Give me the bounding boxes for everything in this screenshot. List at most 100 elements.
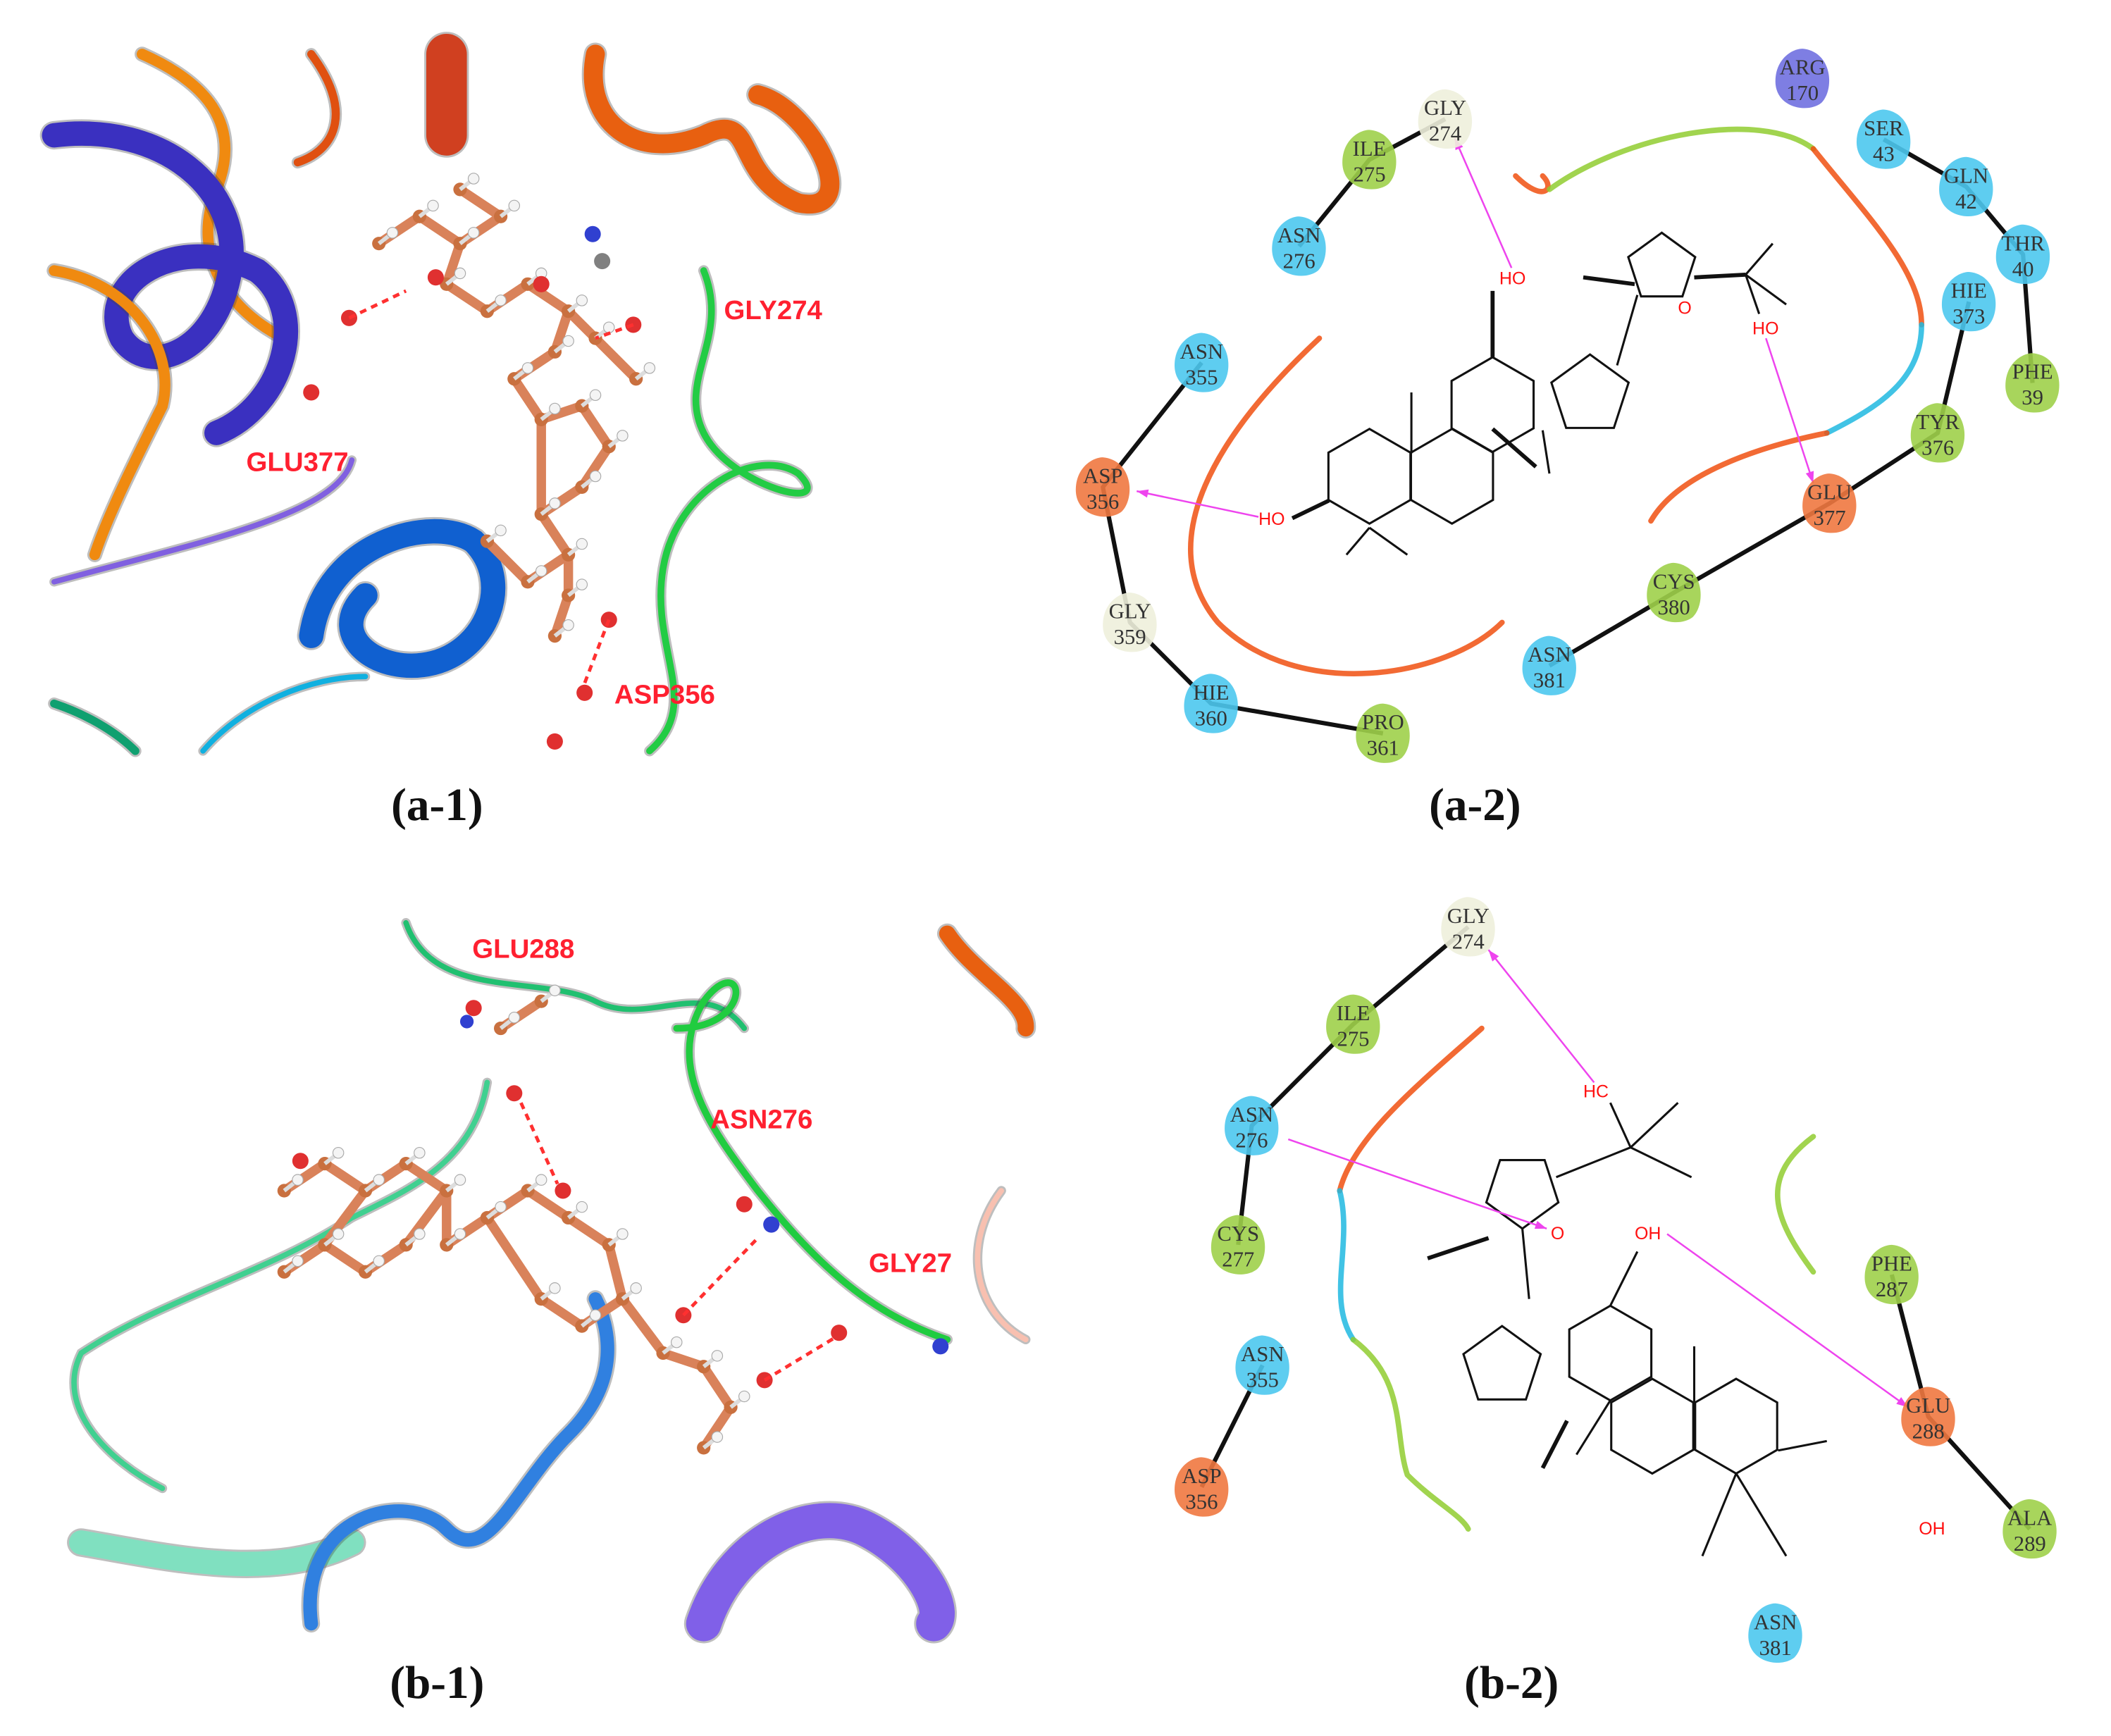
carbon-atom [594, 253, 611, 270]
caption-a2: (a-2) [1429, 780, 1521, 831]
pocket-contour [1810, 146, 1924, 328]
skeletal-bond [1291, 498, 1330, 521]
skeletal-bond [1609, 1102, 1632, 1148]
skeletal-bond [1778, 1439, 1827, 1452]
residue-name: SER [1864, 116, 1904, 140]
ring-d [1549, 353, 1630, 429]
hydrogen-atom [643, 362, 656, 374]
pocket-outline [1188, 126, 1924, 676]
hydrogen-atom [535, 565, 547, 577]
skeletal-bond [1583, 275, 1635, 287]
ligand-bond [401, 1186, 452, 1250]
protein-ribbon [293, 50, 340, 167]
atom-label-ho-c3: HO [1258, 509, 1284, 529]
residue-number: 274 [1452, 929, 1485, 953]
residue-name: ALA [2007, 1506, 2052, 1530]
skeletal-bond [1694, 272, 1746, 280]
residue-gly-274: GLY274 [1418, 89, 1473, 149]
skeletal-bond [1540, 1420, 1569, 1470]
panel-a2-interaction-map: GLY274ILE275ASN276ARG170SER43GLN42THR40H… [1075, 49, 2060, 763]
residue-name: GLY [1109, 600, 1151, 624]
residue-name: GLY [1424, 96, 1466, 120]
hydrogen-atom [454, 1174, 466, 1186]
residue-name: PHE [2012, 360, 2053, 384]
ligand-skeletal-structure [1291, 231, 1787, 556]
hydrogen-atom [414, 1147, 426, 1159]
arrowhead-icon [1534, 1220, 1547, 1229]
hydrogen-atom [386, 227, 399, 239]
residue-drop-icon [2005, 353, 2060, 413]
residue-number: 356 [1185, 1489, 1218, 1513]
hydrogen-atom [711, 1350, 724, 1362]
oxygen-atom [292, 1153, 309, 1170]
hydrogen-atom [562, 335, 574, 347]
residue-drop-icon [1075, 457, 1130, 517]
residue-number: 355 [1185, 365, 1218, 389]
residue-drop-icon [1939, 156, 1993, 217]
ligand-bond [320, 1158, 371, 1196]
nitrogen-atom [763, 1216, 780, 1233]
panel-b1-background [51, 919, 1026, 1624]
pocket-outline [1337, 1025, 1816, 1532]
hydrogen-atom [589, 470, 602, 483]
residue-nodes: GLY274ILE275ASN276ARG170SER43GLN42THR40H… [1075, 49, 2060, 763]
protein-ribbon [686, 1503, 955, 1642]
residue-drop-icon [1326, 994, 1380, 1054]
hbond-arrow [1454, 137, 1513, 268]
ligand-bond [442, 238, 465, 290]
pocket-contour [1547, 126, 1816, 192]
hydrogen-atom [549, 1282, 561, 1294]
residue-drop-icon [1901, 1387, 1955, 1446]
residue-number: 377 [1813, 506, 1845, 530]
residue-label-gly27: GLY27 [869, 1248, 952, 1278]
residue-number: 274 [1429, 122, 1461, 146]
residue-number: 356 [1087, 490, 1119, 514]
ring-d [1462, 1325, 1542, 1401]
residue-name: PHE [1871, 1251, 1912, 1275]
ligand-bond [658, 1348, 709, 1372]
skeletal-bond [1427, 1236, 1490, 1260]
hydrogen-atom [332, 1228, 345, 1240]
ligand-ball-and-stick [277, 984, 949, 1455]
protein-ribbon [200, 674, 369, 754]
residue-drop-icon [1225, 1096, 1279, 1155]
ligand-bond [617, 1294, 668, 1358]
hydrogen-atom [576, 294, 588, 306]
residue-name: GLY [1447, 904, 1490, 928]
residue-name: ASN [1180, 340, 1223, 364]
arrowhead-icon [1488, 950, 1499, 962]
hydrogen-atom [467, 173, 480, 185]
hbond-dashes [519, 1102, 838, 1382]
residue-drop-icon [1418, 89, 1473, 149]
residue-number: 39 [2022, 385, 2043, 409]
residue-name: GLU [1807, 480, 1852, 504]
ring-b [1409, 428, 1494, 526]
oxygen-atom [576, 684, 593, 701]
panel-b1-3d-view: GLU288 ASN276 GLY27 [51, 918, 1036, 1644]
residue-asn-276: ASN276 [1225, 1096, 1279, 1155]
skeletal-bond [1616, 294, 1639, 366]
hbond-arrow [1487, 949, 1595, 1084]
hydrogen-atom [589, 389, 602, 402]
hydrogen-atom [549, 402, 561, 415]
hydrogen-atom [576, 538, 588, 550]
skeletal-bond [1491, 427, 1537, 469]
residue-name: ARG [1780, 56, 1826, 80]
ring-c [1450, 356, 1535, 454]
hydrogen-atom [576, 578, 588, 590]
ligand-bond [442, 279, 493, 316]
hydrogen-atom [671, 1336, 683, 1348]
skeletal-bond [1745, 274, 1761, 315]
hydrogen-atom [711, 1431, 724, 1443]
ligand-bond [482, 1213, 546, 1304]
residue-drop-icon [1910, 403, 1965, 463]
arrowhead-icon [1137, 489, 1149, 498]
hydrogen-atom [427, 199, 439, 212]
